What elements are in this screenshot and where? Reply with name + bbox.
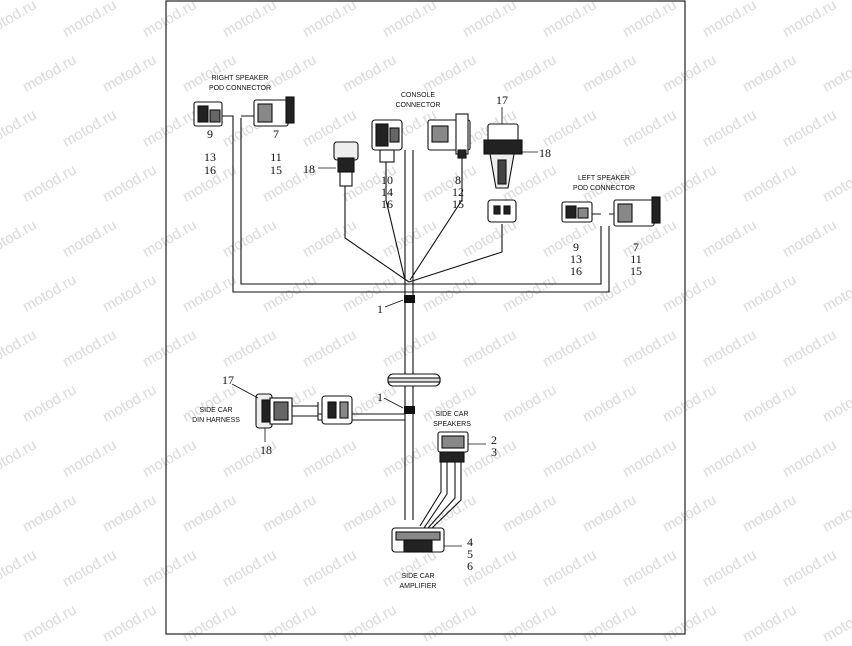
callout-spk-1: 3: [491, 445, 497, 459]
din-lead: [290, 405, 318, 417]
callout-din-18: 18: [260, 443, 272, 457]
console-label-line2: CONNECTOR: [396, 102, 441, 109]
branch-speakers: [419, 462, 462, 529]
side-car-din-plug: [255, 393, 293, 429]
side-car-din-socket: [321, 395, 353, 425]
callout-console-left-1: 14: [381, 185, 393, 199]
callout-ls-right-0: 7: [633, 240, 639, 254]
callout-rs-right-0: 7: [273, 127, 279, 141]
console-connector-right: [427, 113, 471, 159]
callout-console-right-1: 12: [452, 185, 464, 199]
callout-amp-2: 6: [467, 559, 473, 573]
side-car-amplifier-connector: [391, 527, 445, 553]
cable-clip-lower: [404, 406, 415, 414]
branch-right-18: [408, 224, 503, 283]
left-speaker-connector-left: [561, 201, 593, 223]
side-car-amplifier-label-line1: SIDE CAR: [401, 573, 434, 580]
top-right-socket: [487, 199, 517, 223]
right-speaker-label-line2: POD CONNECTOR: [209, 85, 271, 92]
callout-ls-right-2: 15: [630, 264, 642, 278]
console-label-line1: CONSOLE: [401, 92, 436, 99]
callout-console-left-0: 10: [381, 173, 393, 187]
left-speaker-label-line2: POD CONNECTOR: [573, 185, 635, 192]
console-connector-left: [371, 119, 403, 163]
callout-rs-left-1: 13: [204, 150, 216, 164]
branch-console-left: [385, 162, 406, 281]
right-speaker-connector-left: [193, 101, 223, 127]
callout-console-right-2: 15: [452, 197, 464, 211]
main-harness-trunk: [404, 150, 414, 520]
callout-top-17: 17: [496, 93, 508, 107]
callout-rs-left-0: 9: [207, 127, 213, 141]
callout-spk-0: 2: [491, 433, 497, 447]
branch-console-right: [409, 156, 463, 281]
cable-clip-upper: [404, 295, 415, 303]
left-speaker-connector-right: [613, 196, 661, 227]
callout-din-17: 17: [222, 373, 234, 387]
side-car-speakers-connector: [437, 431, 469, 463]
callout-amp-1: 5: [467, 547, 473, 561]
main-harness-horizontal: [232, 118, 610, 293]
callout-console-left-2: 16: [381, 197, 393, 211]
side-car-din-label-line1: SIDE CAR: [199, 407, 232, 414]
callout-clip-lower: 1: [377, 390, 383, 404]
callout-ls-left-0: 9: [573, 240, 579, 254]
diagram-frame: [165, 0, 686, 635]
right-speaker-connector-right: [253, 96, 295, 127]
callout-ls-right-1: 11: [630, 252, 642, 266]
callout-top-18-right: 18: [539, 146, 551, 160]
callout-top-18-left: 18: [303, 162, 315, 176]
callout-rs-right-1: 11: [270, 150, 282, 164]
branch-left-18: [344, 186, 410, 283]
callout-console-right-0: 8: [455, 173, 461, 187]
side-car-amplifier-label-line2: AMPLIFIER: [400, 583, 437, 590]
side-car-speakers-label-line2: SPEAKERS: [433, 421, 471, 428]
callout-rs-right-2: 15: [270, 163, 282, 177]
trunk-grommet: [387, 373, 441, 387]
callout-amp-0: 4: [467, 535, 473, 549]
callout-clip-upper: 1: [377, 302, 383, 316]
callout-ls-left-2: 16: [570, 264, 582, 278]
callout-rs-left-2: 16: [204, 163, 216, 177]
left-18-socket: [333, 141, 359, 187]
right-speaker-label-line1: RIGHT SPEAKER: [212, 75, 269, 82]
left-speaker-label-line1: LEFT SPEAKER: [578, 175, 630, 182]
side-car-din-label-line2: DIN HARNESS: [192, 417, 240, 424]
callout-ls-left-1: 13: [570, 252, 582, 266]
side-car-speakers-label-line1: SIDE CAR: [435, 411, 468, 418]
top-din-plug: [483, 123, 523, 189]
